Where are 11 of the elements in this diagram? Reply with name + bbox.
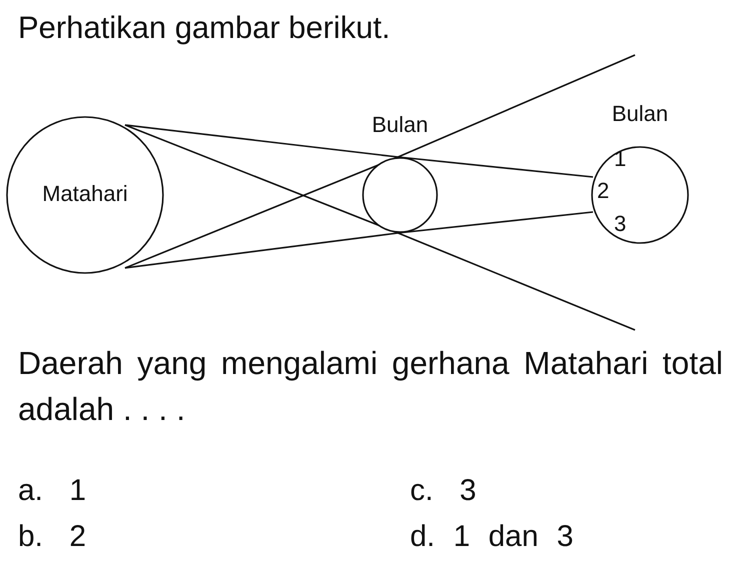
- answer-option: d. 1 dan 3: [410, 520, 574, 554]
- sun-label: Matahari: [41, 181, 129, 207]
- region-number: 3: [614, 211, 626, 237]
- moon-label: Bulan: [370, 112, 430, 138]
- title-text: Perhatikan gambar berikut.: [18, 10, 390, 46]
- moon-label: Bulan: [610, 101, 670, 127]
- question-text: Daerah yang mengalami gerhana Matahari total adalah . . . .: [18, 344, 723, 429]
- answer-option: b. 2: [18, 520, 86, 554]
- answer-option: a. 1: [18, 474, 86, 508]
- answer-option: c. 3: [410, 474, 476, 508]
- region-number: 2: [597, 178, 610, 204]
